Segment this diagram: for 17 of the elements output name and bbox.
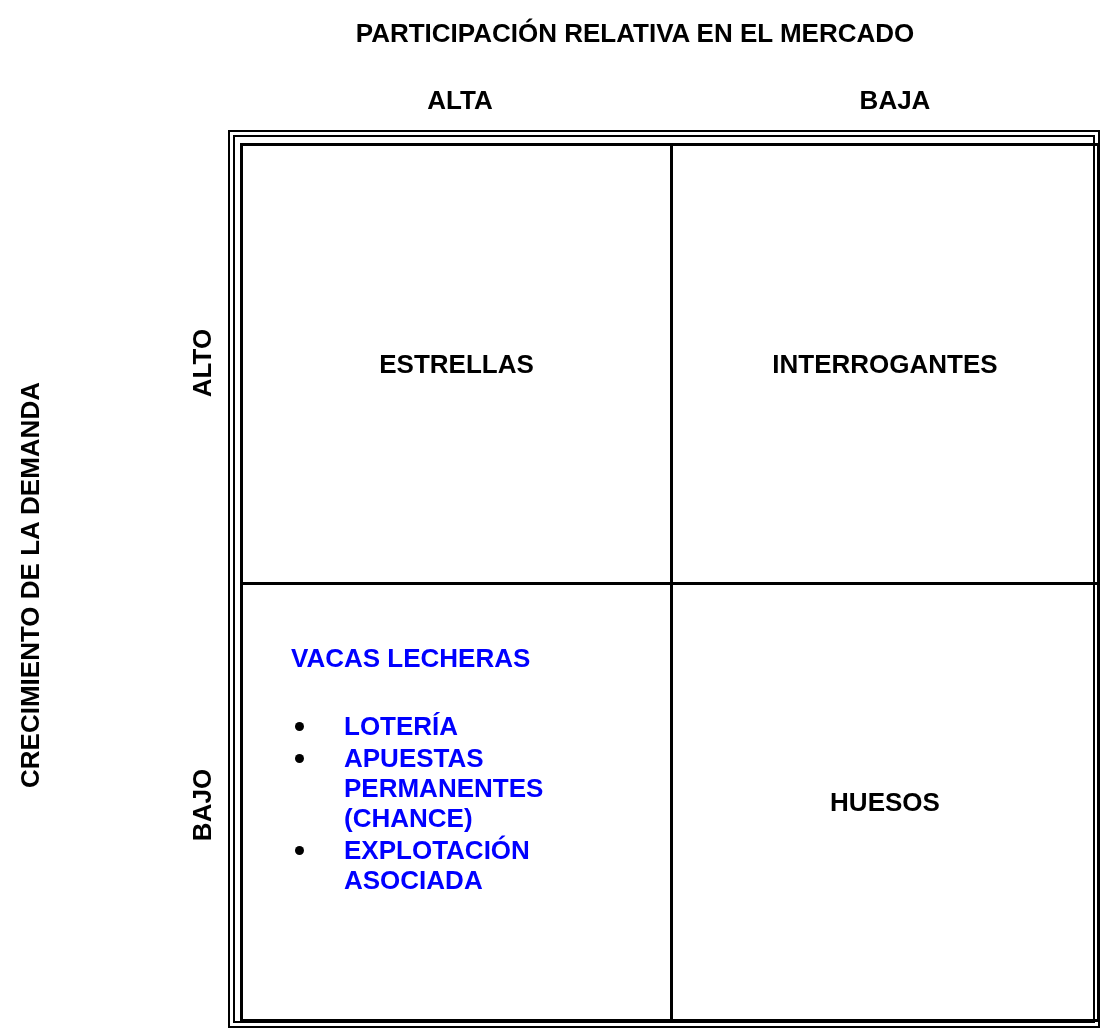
row-header: ALTO xyxy=(186,328,218,398)
column-header: BAJA xyxy=(859,84,931,116)
column-header: ALTA xyxy=(427,84,493,116)
row-header: BAJO xyxy=(186,768,218,842)
matrix-cell xyxy=(240,582,673,1022)
quadrant-label: ESTRELLAS xyxy=(379,348,534,380)
axis-title: PARTICIPACIÓN RELATIVA EN EL MERCADO xyxy=(355,17,915,49)
matrix-cell xyxy=(240,143,673,585)
quadrant-label: VACAS LECHERAS xyxy=(291,643,531,673)
list-item: EXPLOTACIÓN ASOCIADA xyxy=(344,835,531,895)
matrix-cell xyxy=(670,143,1100,585)
quadrant-label: INTERROGANTES xyxy=(772,348,998,380)
quadrant-label: HUESOS xyxy=(830,786,940,818)
matrix-cell xyxy=(670,582,1100,1022)
list-item: LOTERÍA xyxy=(344,711,460,741)
list-item: APUESTAS PERMANENTES (CHANCE) xyxy=(344,743,545,833)
axis-title: CRECIMIENTO DE LA DEMANDA xyxy=(14,382,46,788)
